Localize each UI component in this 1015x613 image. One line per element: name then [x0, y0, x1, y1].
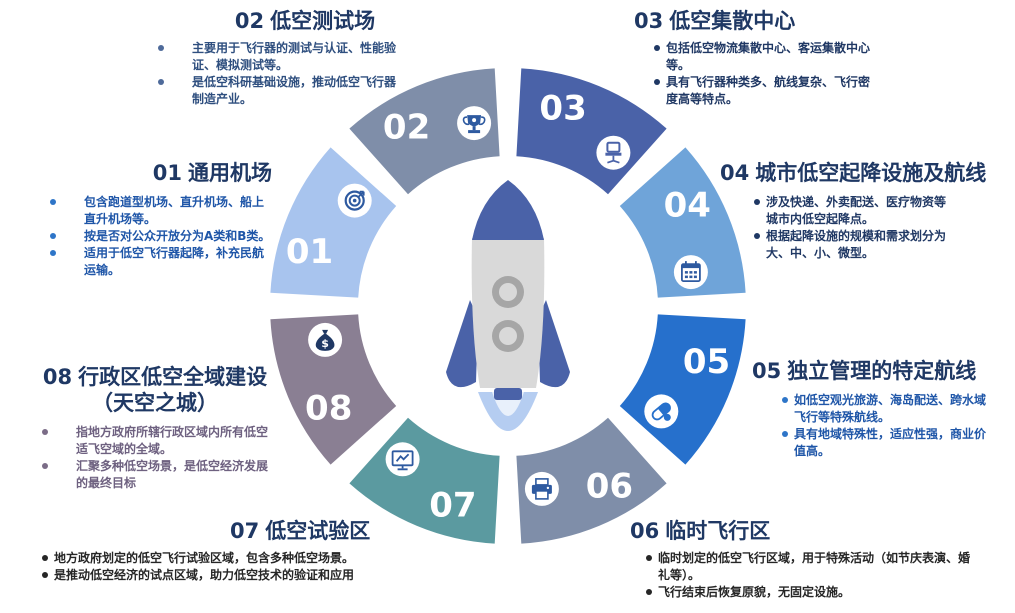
- svg-text:$: $: [321, 337, 329, 350]
- segment-01-bullet: 包含跑道型机场、直升机场、船上直升机场等。: [50, 194, 272, 228]
- segment-06-shape: [516, 417, 667, 544]
- segment-06-bullet: 飞行结束后恢复原貌，无固定设施。: [644, 584, 974, 601]
- money-bag-icon: $: [308, 322, 343, 357]
- segment-01-bullet: 按是否对公众开放分为A类和B类。: [50, 228, 272, 245]
- segment-03-shape: [516, 68, 667, 195]
- segment-06-number: 06: [586, 466, 633, 506]
- segment-02-number: 02: [383, 108, 430, 148]
- rocket-illustration: [446, 180, 570, 431]
- segment-04-number: 04: [664, 186, 711, 226]
- monitor-chart-icon: [385, 442, 420, 477]
- segment-02-shape: [349, 68, 500, 195]
- printer-icon: [524, 471, 559, 506]
- segment-01-shape: [270, 147, 397, 298]
- segment-02-bullet: 主要用于飞行器的测试与认证、性能验证、模拟测试等。: [158, 40, 400, 74]
- segment-08-bullet: 指地方政府所辖行政区域内所有低空适飞空域的全域。: [42, 424, 274, 458]
- segment-07-number: 07: [429, 486, 476, 526]
- segment-01-number: 01: [286, 232, 333, 272]
- segment-08-title-line2: （天空之城）: [92, 391, 218, 415]
- segment-08-bullet: 汇聚多种低空场景，是低空经济发展的最终目标: [42, 458, 274, 492]
- segment-06-bullet: 临时划定的低空飞行区域，用于特殊活动（如节庆表演、婚礼等）。: [644, 550, 974, 584]
- chair-icon: [596, 135, 631, 170]
- segment-04-bullet: 根据起降设施的规模和需求划分为大、中、小、微型。: [752, 228, 957, 262]
- rocket-fin-left: [446, 300, 478, 388]
- rocket-nozzle: [494, 388, 522, 400]
- segment-01-bullet: 适用于低空飞行器起降，补充民航运输。: [50, 245, 272, 279]
- pill-icon: [644, 394, 679, 429]
- segment-04-bullet: 涉及快递、外卖配送、医疗物资等城市内低空起降点。: [752, 194, 957, 228]
- calendar-icon: [673, 255, 708, 290]
- segment-08-number: 08: [305, 388, 352, 428]
- rocket-nose: [472, 180, 544, 240]
- segment-05-number: 05: [683, 342, 730, 382]
- segment-07-shape: [349, 417, 500, 544]
- rocket-fin-right: [538, 300, 570, 388]
- segment-04-shape: [619, 147, 746, 298]
- segment-07-bullet: 是推动低空经济的试点区域，助力低空技术的验证和应用: [40, 567, 420, 584]
- segment-03-bullet: 包括低空物流集散中心、客运集散中心等。: [652, 40, 872, 74]
- rocket-body: [471, 238, 545, 388]
- segment-05-bullet: 具有地域特殊性，适应性强，商业价值高。: [780, 426, 990, 460]
- segment-07-bullet: 地方政府划定的低空飞行试验区域，包含多种低空场景。: [40, 550, 420, 567]
- segment-05-bullet: 如低空观光旅游、海岛配送、跨水域飞行等特殊航线。: [780, 392, 990, 426]
- segment-03-bullet: 具有飞行器种类多、航线复杂、飞行密度高等特点。: [652, 74, 872, 108]
- segment-05-shape: [619, 314, 746, 465]
- segment-08-shape: [270, 314, 397, 465]
- target-icon: [337, 183, 372, 218]
- trophy-icon: [457, 106, 492, 141]
- segment-02-bullet: 是低空科研基础设施，推动低空飞行器制造产业。: [158, 74, 400, 108]
- segment-03-number: 03: [539, 89, 586, 129]
